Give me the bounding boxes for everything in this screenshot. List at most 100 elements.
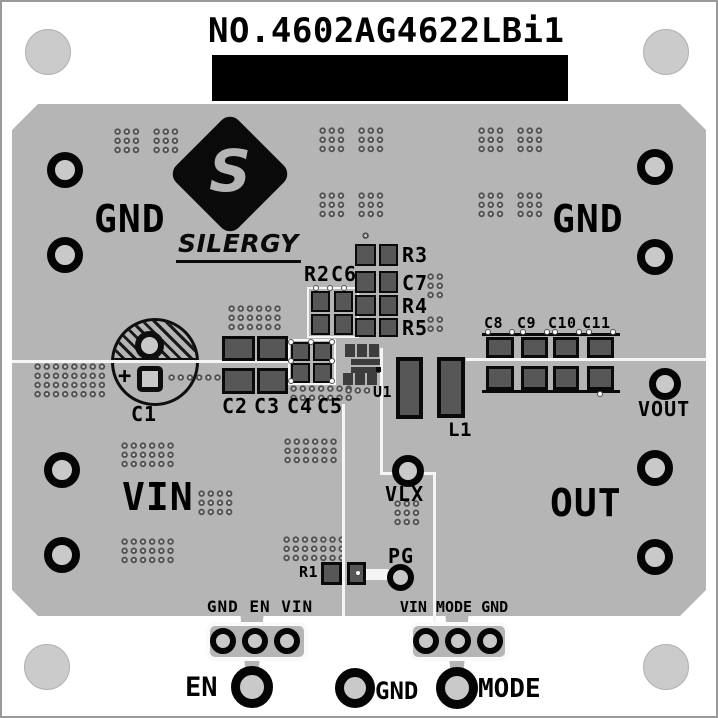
- component-pad: [369, 344, 379, 357]
- plated-hole: [44, 537, 80, 573]
- solder-dot: [355, 570, 361, 576]
- header-right-pin-mode: [445, 628, 471, 654]
- en-pad-label: EN: [185, 672, 218, 703]
- solder-dot: [327, 285, 333, 291]
- component-pad: [553, 337, 579, 358]
- solder-dot: [520, 329, 526, 335]
- en-pad: [231, 666, 273, 708]
- vout-testpoint: [649, 368, 681, 400]
- header-right-label: VIN MODE GND: [399, 598, 509, 616]
- via-field: [283, 437, 339, 465]
- refdes-r1: R1: [299, 563, 319, 581]
- via-field: [289, 384, 354, 403]
- gnd-pad-label: GND: [375, 677, 419, 705]
- via-field: [318, 191, 346, 219]
- solder-dot: [288, 358, 294, 364]
- refdes-r2: R2: [304, 262, 331, 286]
- silk-line: [482, 390, 620, 393]
- component-pad: [257, 336, 288, 361]
- component-pad: [355, 271, 376, 293]
- component-pad: [257, 368, 288, 394]
- refdes-c4: C4: [287, 394, 314, 418]
- solder-dot: [308, 339, 314, 345]
- c1-round-pad: [135, 331, 164, 360]
- vout-label: VOUT: [638, 397, 691, 421]
- solder-dot: [329, 358, 335, 364]
- solder-dot: [288, 339, 294, 345]
- via-field: [167, 373, 232, 383]
- mounting-hole: [24, 644, 70, 690]
- via-field: [426, 315, 445, 334]
- component-pad: [379, 244, 398, 266]
- via-field: [33, 362, 107, 399]
- component-pad: [343, 373, 353, 385]
- refdes-c6: C6: [331, 262, 358, 286]
- solder-dot: [509, 329, 515, 335]
- via-field: [152, 127, 180, 155]
- component-pad: [587, 337, 614, 358]
- blacked-out-bar: [212, 55, 568, 101]
- via-field: [318, 126, 346, 154]
- refdes-c3: C3: [254, 394, 281, 418]
- gnd-pad: [335, 668, 375, 708]
- refdes-r4: R4: [402, 294, 429, 318]
- mounting-hole: [25, 29, 71, 75]
- header-right-pin-vin: [413, 628, 439, 654]
- component-pad: [313, 363, 332, 383]
- header-left-label: GND EN VIN: [206, 597, 314, 616]
- solder-dot: [597, 391, 603, 397]
- plated-hole: [44, 452, 80, 488]
- component-pad: [313, 342, 332, 361]
- refdes-c5: C5: [317, 394, 344, 418]
- component-pad: [222, 336, 255, 361]
- zone-label-out: OUT: [550, 481, 622, 525]
- solder-dot: [576, 329, 582, 335]
- copper-split-line: [380, 348, 383, 475]
- plated-hole: [47, 152, 83, 188]
- refdes-c2: C2: [222, 394, 249, 418]
- solder-dot: [610, 329, 616, 335]
- refdes-c1: C1: [131, 402, 158, 426]
- plated-hole: [47, 237, 83, 273]
- component-pad: [553, 366, 579, 390]
- component-pad: [521, 337, 548, 358]
- component-pad: [334, 314, 353, 335]
- via-field: [516, 126, 544, 154]
- via-field: [197, 489, 234, 517]
- refdes-c7: C7: [402, 271, 429, 295]
- component-pad: [311, 314, 330, 335]
- copper-split-line: [352, 569, 392, 580]
- silergy-logo-wordmark: SILERGY: [176, 229, 301, 263]
- pg-label: PG: [388, 544, 415, 568]
- via-field: [393, 499, 421, 527]
- solder-dot: [586, 329, 592, 335]
- via-field: [361, 231, 371, 241]
- via-field: [113, 127, 141, 155]
- via-field: [120, 441, 176, 469]
- plated-hole: [637, 539, 673, 575]
- component-pad: [222, 368, 255, 394]
- via-field: [227, 304, 283, 332]
- component-pad: [321, 562, 342, 585]
- component-pad: [357, 344, 367, 357]
- pg-testpoint: [387, 564, 414, 591]
- refdes-r5: R5: [402, 316, 429, 340]
- solder-dot: [544, 329, 550, 335]
- mode-pad-label: MODE: [478, 674, 541, 704]
- vlx-testpoint: [392, 455, 424, 487]
- component-pad: [311, 291, 330, 312]
- zone-label-gnd-right: GND: [552, 197, 624, 241]
- refdes-r3: R3: [402, 243, 429, 267]
- solder-dot: [329, 378, 335, 384]
- via-field: [357, 126, 385, 154]
- component-pad: [486, 337, 514, 358]
- header-right-pin-gnd: [477, 628, 503, 654]
- component-pad: [351, 367, 380, 373]
- board-number-label: NO.4602AG4622LBi1: [208, 11, 565, 51]
- copper-split-line: [466, 358, 706, 361]
- component-pad: [396, 357, 423, 419]
- vlx-label: VLX: [385, 482, 425, 506]
- component-pad: [355, 318, 376, 337]
- zone-label-gnd-left: GND: [94, 197, 166, 241]
